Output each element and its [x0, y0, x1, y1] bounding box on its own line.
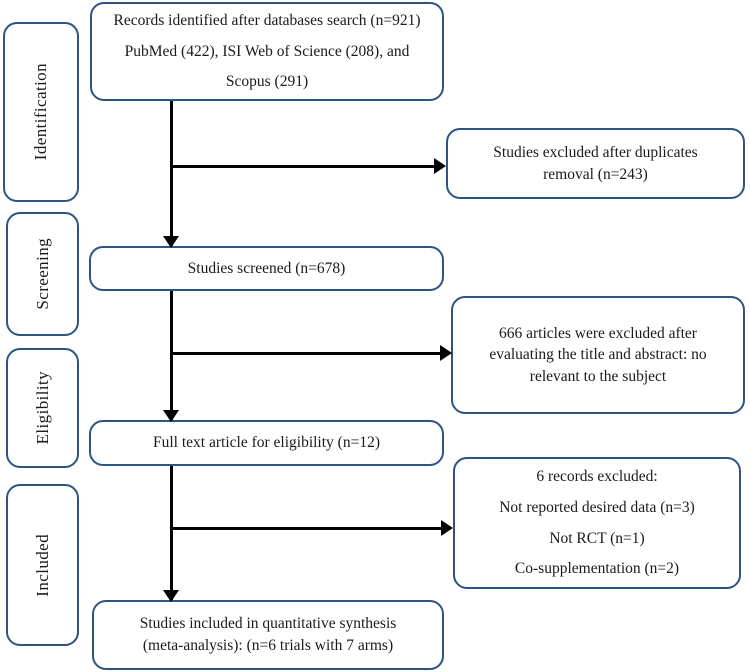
node-records-identified-line-1: Records identified after databases searc…: [113, 12, 421, 30]
connector-screened-to-title-abstract-line: [170, 352, 442, 355]
node-full-text-eligibility: Full text article for eligibility (n=12): [89, 420, 444, 466]
node-records-excluded: 6 records excluded: Not reported desired…: [453, 457, 741, 589]
node-records-excluded-line-3: Not RCT (n=1): [549, 529, 645, 547]
arrow-right-icon-fulltext-to-records-excluded: [441, 520, 453, 536]
connector-fulltext-to-records-excluded-line: [170, 527, 443, 530]
connector-records-to-duplicates-line: [170, 165, 436, 168]
node-studies-screened-line-1: Studies screened (n=678): [187, 259, 346, 277]
node-title-abstract-excluded-line-1: 666 articles were excluded after: [499, 324, 697, 342]
node-records-identified: Records identified after databases searc…: [90, 2, 444, 101]
node-studies-included-line-2: (meta-analysis): (n=6 trials with 7 arms…: [142, 637, 394, 654]
arrow-down-icon-fulltext-to-included: [163, 590, 179, 602]
node-full-text-eligibility-line-1: Full text article for eligibility (n=12): [153, 434, 380, 452]
arrow-down-icon-records-to-screened: [163, 236, 179, 248]
node-studies-screened: Studies screened (n=678): [89, 246, 444, 291]
stage-label-screening-text: Screening: [32, 238, 52, 310]
node-title-abstract-excluded: 666 articles were excluded after evaluat…: [451, 296, 745, 414]
node-title-abstract-excluded-line-3: relevant to the subject: [529, 367, 667, 385]
stage-label-identification-text: Identification: [31, 63, 50, 161]
node-records-excluded-line-2: Not reported desired data (n=3): [499, 498, 695, 516]
connector-fulltext-to-included-line: [170, 466, 173, 600]
arrow-down-icon-screened-to-fulltext: [163, 410, 179, 422]
node-records-identified-line-2: PubMed (422), ISI Web of Science (208), …: [124, 42, 410, 60]
arrow-right-icon-records-to-duplicates: [434, 158, 446, 174]
arrow-right-icon-screened-to-title-abstract: [440, 345, 452, 361]
stage-label-included-text: Included: [32, 533, 52, 597]
connector-screened-to-fulltext-line: [170, 291, 173, 420]
node-records-excluded-line-4: Co-supplementation (n=2): [514, 560, 680, 578]
node-studies-included: Studies included in quantitative synthes…: [92, 600, 444, 670]
node-duplicates-excluded-line-1: Studies excluded after duplicates: [493, 143, 698, 161]
stage-label-included: Included: [6, 484, 79, 646]
stage-label-eligibility-text: Eligibility: [32, 371, 52, 445]
node-records-identified-line-3: Scopus (291): [225, 73, 309, 91]
stage-label-screening: Screening: [6, 212, 79, 336]
node-duplicates-excluded: Studies excluded after duplicates remova…: [446, 128, 745, 199]
stage-label-identification: Identification: [3, 22, 79, 202]
connector-records-to-screened-line: [170, 101, 173, 246]
node-studies-included-line-1: Studies included in quantitative synthes…: [139, 615, 397, 633]
stage-label-eligibility: Eligibility: [6, 348, 79, 468]
node-duplicates-excluded-line-2: removal (n=243): [543, 165, 648, 183]
node-records-excluded-line-1: 6 records excluded:: [536, 468, 658, 486]
node-title-abstract-excluded-line-2: evaluating the title and abstract: no: [489, 346, 707, 364]
